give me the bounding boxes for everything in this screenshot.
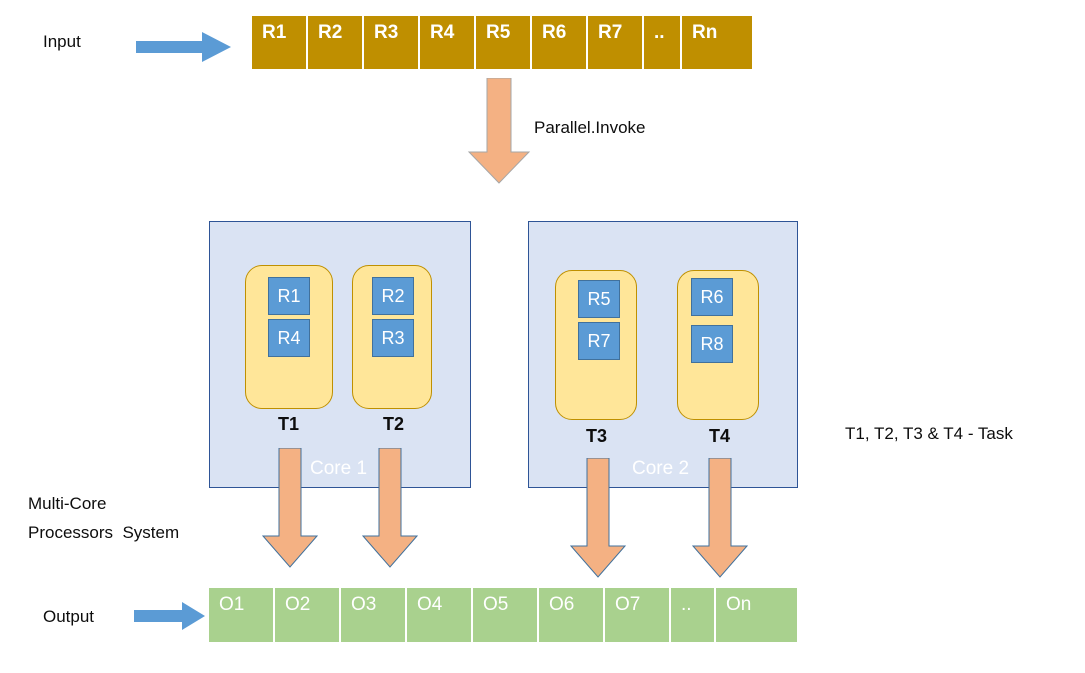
request-block: R5 <box>578 280 620 318</box>
output-cell: O1 <box>209 588 275 642</box>
output-cell: O3 <box>341 588 407 642</box>
request-block: R1 <box>268 277 310 315</box>
request-block: R6 <box>691 278 733 316</box>
output-cell: O4 <box>407 588 473 642</box>
input-cell: .. <box>644 16 682 69</box>
input-cell: R5 <box>476 16 532 69</box>
parallel-invoke-label: Parallel.Invoke <box>534 118 646 137</box>
output-label: Output <box>43 607 95 626</box>
output-cell: On <box>716 588 797 642</box>
parallel-invoke-arrow-icon <box>467 78 531 184</box>
input-cell: R1 <box>252 16 308 69</box>
request-block: R4 <box>268 319 310 357</box>
input-cell: R2 <box>308 16 364 69</box>
task-label-t3: T3 <box>586 426 608 446</box>
input-cell: R6 <box>532 16 588 69</box>
result-arrow-t1-icon <box>262 448 318 568</box>
output-flow-arrow-icon <box>134 602 205 630</box>
input-cell: R7 <box>588 16 644 69</box>
output-cell: O2 <box>275 588 341 642</box>
request-block: R3 <box>372 319 414 357</box>
task-label-t1: T1 <box>278 414 300 434</box>
input-flow-arrow-icon <box>136 32 231 62</box>
core-1-label: Core 1 <box>310 458 368 479</box>
result-arrow-t4-icon <box>692 458 748 578</box>
multicore-system-line1: Multi-Core <box>28 494 107 513</box>
result-arrow-t2-icon <box>362 448 418 568</box>
input-cell: Rn <box>682 16 752 69</box>
output-cell: .. <box>671 588 716 642</box>
task-label-t4: T4 <box>709 426 731 446</box>
input-label: Input <box>43 32 81 51</box>
output-cell: O6 <box>539 588 605 642</box>
request-block: R8 <box>691 325 733 363</box>
input-row: R1 R2 R3 R4 R5 R6 R7 .. Rn <box>252 16 752 69</box>
input-cell: R4 <box>420 16 476 69</box>
task-label-t2: T2 <box>383 414 405 434</box>
request-block: R2 <box>372 277 414 315</box>
output-cell: O7 <box>605 588 671 642</box>
request-block: R7 <box>578 322 620 360</box>
result-arrow-t3-icon <box>570 458 626 578</box>
output-cell: O5 <box>473 588 539 642</box>
input-cell: R3 <box>364 16 420 69</box>
output-row: O1 O2 O3 O4 O5 O6 O7 .. On <box>209 588 797 642</box>
core-2-label: Core 2 <box>632 458 690 479</box>
multicore-system-line2: Processors System <box>28 523 180 542</box>
task-legend-label: T1, T2, T3 & T4 - Task <box>845 424 1013 443</box>
